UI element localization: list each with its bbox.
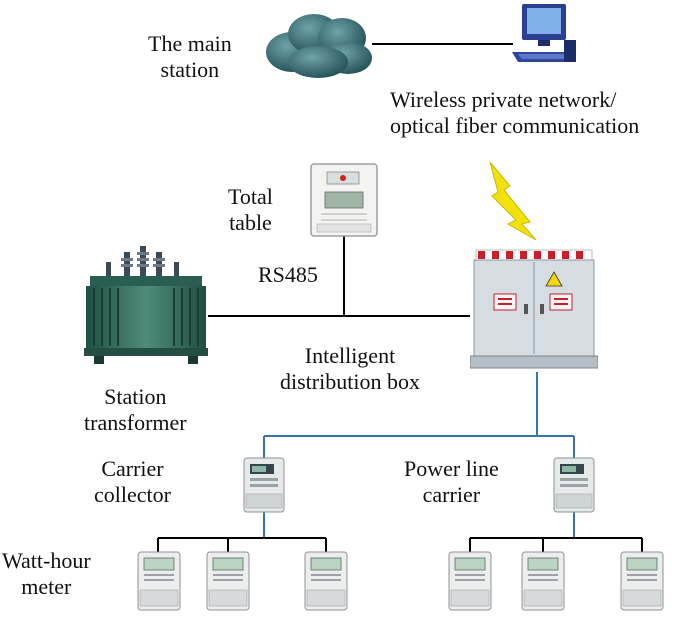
power-line-carrier-label: Power line carrier [404,456,499,507]
computer-icon [512,4,576,62]
transformer-icon [84,246,208,364]
lightning-icon [489,161,537,241]
meter-icon [137,551,181,611]
meter-icon [304,551,348,611]
meter-icon [620,551,664,611]
power-line-carrier-device-icon [553,457,595,513]
meter-icon [206,551,250,611]
watt-hour-meter-label: Watt-hour meter [2,548,91,599]
intelligent-box-label: Intelligent distribution box [280,343,420,394]
carrier-collector-device-icon [243,457,285,513]
carrier-collector-label: Carrier collector [94,456,171,507]
main-station-label: The main station [148,31,232,82]
rs485-label: RS485 [258,262,318,287]
cloud-icon [266,14,372,78]
wireless-label: Wireless private network/ optical fiber … [390,87,640,138]
station-transformer-label: Station transformer [84,384,187,435]
total-table-label: Total table [228,184,273,235]
meter-icon [521,551,565,611]
meter-icon [448,551,492,611]
total-table-meter-icon [310,163,378,237]
distribution-box-icon [470,249,598,369]
